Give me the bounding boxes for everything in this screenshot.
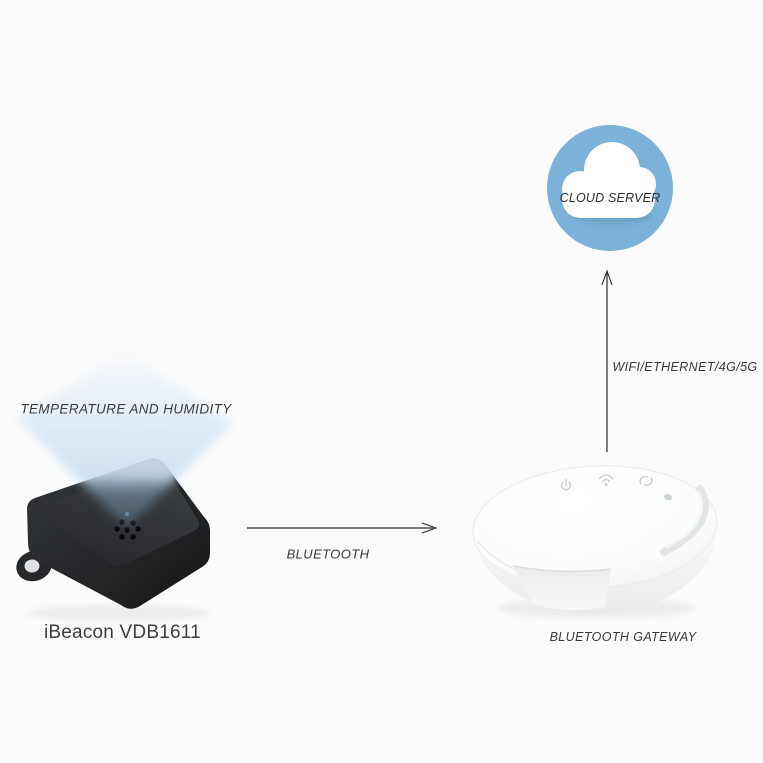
gateway-crescent-groove [660, 485, 709, 556]
uplink-arrow [601, 269, 613, 452]
beacon-shadow [26, 604, 210, 622]
gateway-device-illustration [472, 465, 718, 619]
bluetooth-arrow [247, 522, 438, 534]
gateway-notch-edge [512, 565, 612, 573]
cloud-server-label: CLOUD SERVER [559, 191, 661, 205]
bluetooth-link-label: BLUETOOTH [286, 546, 370, 562]
cloud-server-illustration [547, 125, 673, 251]
gateway-front-notch [513, 566, 611, 611]
broadcast-beam [16, 352, 233, 527]
uplink-label: WIFI/ETHERNET/4G/5G [612, 360, 758, 374]
gateway-top-disc [473, 465, 717, 589]
status-led-icon [664, 493, 672, 501]
power-icon [560, 478, 572, 491]
gateway-crescent-highlight [665, 490, 704, 549]
sync-icon [639, 475, 653, 486]
beacon-model-label: iBeacon VDB1611 [44, 622, 201, 643]
broadcast-label: TEMPERATURE AND HUMIDITY [20, 401, 232, 417]
gateway-label: BLUETOOTH GATEWAY [549, 630, 697, 644]
cloud-icon [562, 142, 656, 218]
wifi-icon [598, 474, 614, 486]
